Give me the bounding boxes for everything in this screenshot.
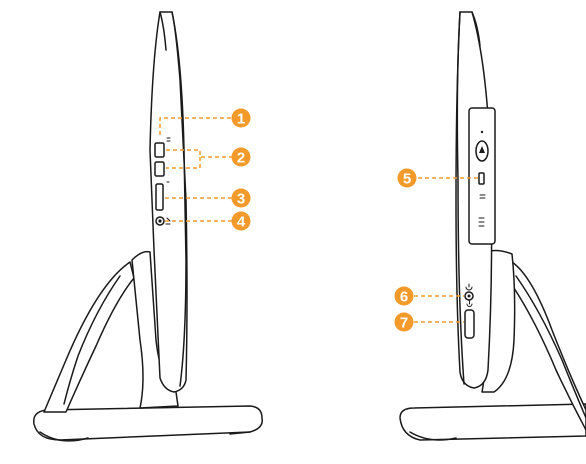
right-side-view [399,11,586,441]
left-base-bottom-edge [39,431,251,442]
callout-badge-7: 7 [394,312,414,332]
callout-number-4: 4 [237,214,246,231]
drive-activity-dot [480,130,484,134]
callout-leader-1 [159,117,232,135]
card-reader-slot [155,183,164,211]
optical-drive-indicator [478,172,485,185]
callout-number-2: 2 [237,150,245,167]
left-stand-arm [43,261,135,413]
callout-number-6: 6 [400,289,408,306]
right-monitor-front-panel [456,11,465,385]
callout-badge-1: 1 [231,108,251,128]
right-base-bottom-edge [409,431,457,441]
left-monitor-body [149,11,188,393]
callout-badge-5: 5 [397,168,417,188]
callout-badge-4: 4 [231,211,251,231]
power-port-inner [467,294,471,298]
eject-icon [479,146,485,153]
left-monitor-back-curve [159,11,167,51]
left-side-view [33,11,263,442]
right-monitor-back-curve [471,11,481,47]
left-stand-arm-inner-line [63,275,121,405]
callout-badge-2: 2 [231,147,251,167]
right-base [399,403,586,441]
usb-port-lower [154,161,165,177]
left-monitor-front-panel [171,11,187,387]
callout-leaders [159,117,478,323]
drive-labels [478,194,486,227]
left-base [33,405,263,441]
usb-port-upper [154,142,165,158]
callout-number-1: 1 [237,111,245,128]
callout-badge-6: 6 [394,286,414,306]
port-labels-left [165,137,171,225]
callout-leader-2 [166,149,232,169]
callout-number-3: 3 [237,191,245,208]
callout-badge-3: 3 [231,188,251,208]
power-button-symbol [466,300,473,307]
right-stand-arm-inner-line [515,275,586,419]
right-stand-arm [511,261,586,431]
power-symbol [465,283,473,291]
audio-jack-inner [158,219,162,223]
callout-number-7: 7 [400,315,408,332]
power-button [464,309,475,339]
callout-number-5: 5 [403,171,411,188]
